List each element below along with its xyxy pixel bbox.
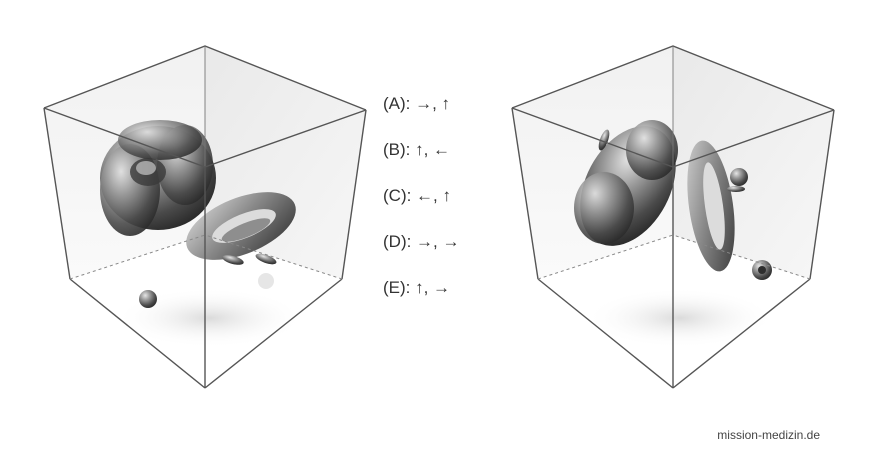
answer-options: (A): →, ↑ (B): ↑, ← (C): ←, ↑ (D): →, → … [383, 92, 460, 322]
left-cube [43, 45, 367, 389]
option-b[interactable]: (B): ↑, ← [383, 140, 451, 159]
right-cube [511, 45, 835, 389]
option-a[interactable]: (A): →, ↑ [383, 94, 451, 113]
right-button-disc-center [758, 266, 766, 274]
right-small-disc-1 [598, 129, 610, 151]
left-small-disc-1 [222, 255, 244, 265]
left-pumpkin-object [100, 120, 216, 236]
option-c[interactable]: (C): ←, ↑ [383, 186, 451, 205]
left-small-sphere-reflection [258, 273, 274, 289]
right-cube-floor-shadow [585, 288, 775, 348]
right-pumpkin-object [574, 120, 678, 246]
right-cube-edges [511, 45, 835, 389]
left-small-sphere [139, 290, 157, 308]
option-d[interactable]: (D): →, → [383, 232, 460, 251]
left-cube-edges [43, 45, 367, 389]
left-torus-object [186, 192, 296, 260]
left-small-disc-2 [255, 253, 277, 265]
left-cube-floor-shadow [115, 288, 305, 348]
right-small-disc-2 [727, 186, 745, 192]
watermark: mission-medizin.de [717, 428, 820, 442]
option-e[interactable]: (E): ↑, → [383, 278, 451, 297]
right-small-sphere [730, 168, 748, 186]
right-torus-object [687, 140, 735, 272]
